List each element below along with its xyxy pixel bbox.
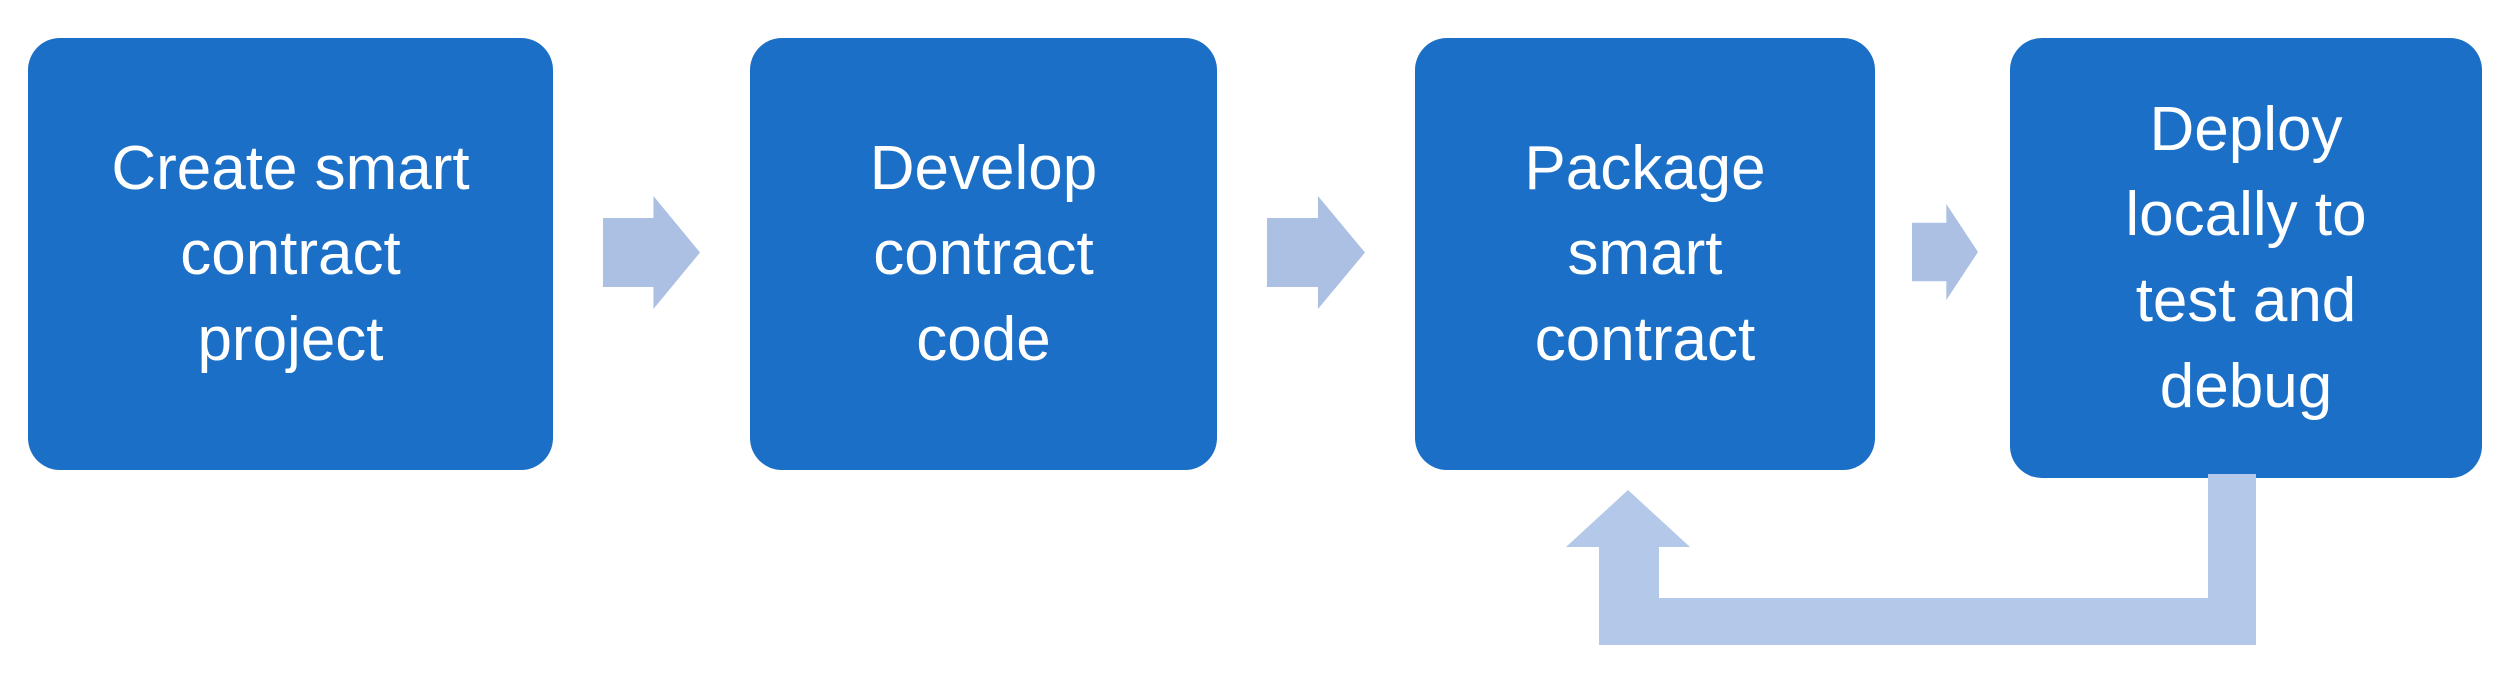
step-deploy-locally-label: Deploy locally to test and debug	[2125, 94, 2367, 421]
loop-arrow-horizontal-segment	[1599, 598, 2256, 645]
step-package-contract-label: Package smart contract	[1524, 133, 1766, 374]
loop-arrow-up-head-icon	[1566, 490, 1690, 547]
loop-arrow-up-segment	[1599, 540, 1659, 610]
step-develop-code: Develop contract code	[750, 38, 1217, 470]
flow-arrow-1-2-icon	[603, 196, 700, 309]
step-develop-code-label: Develop contract code	[869, 133, 1098, 374]
step-deploy-locally: Deploy locally to test and debug	[2010, 38, 2482, 478]
flow-arrow-2-3-icon	[1267, 196, 1365, 309]
step-create-project-label: Create smart contract project	[111, 133, 470, 374]
step-create-project: Create smart contract project	[28, 38, 553, 470]
flow-arrow-3-4-icon	[1912, 204, 1978, 300]
step-package-contract: Package smart contract	[1415, 38, 1875, 470]
